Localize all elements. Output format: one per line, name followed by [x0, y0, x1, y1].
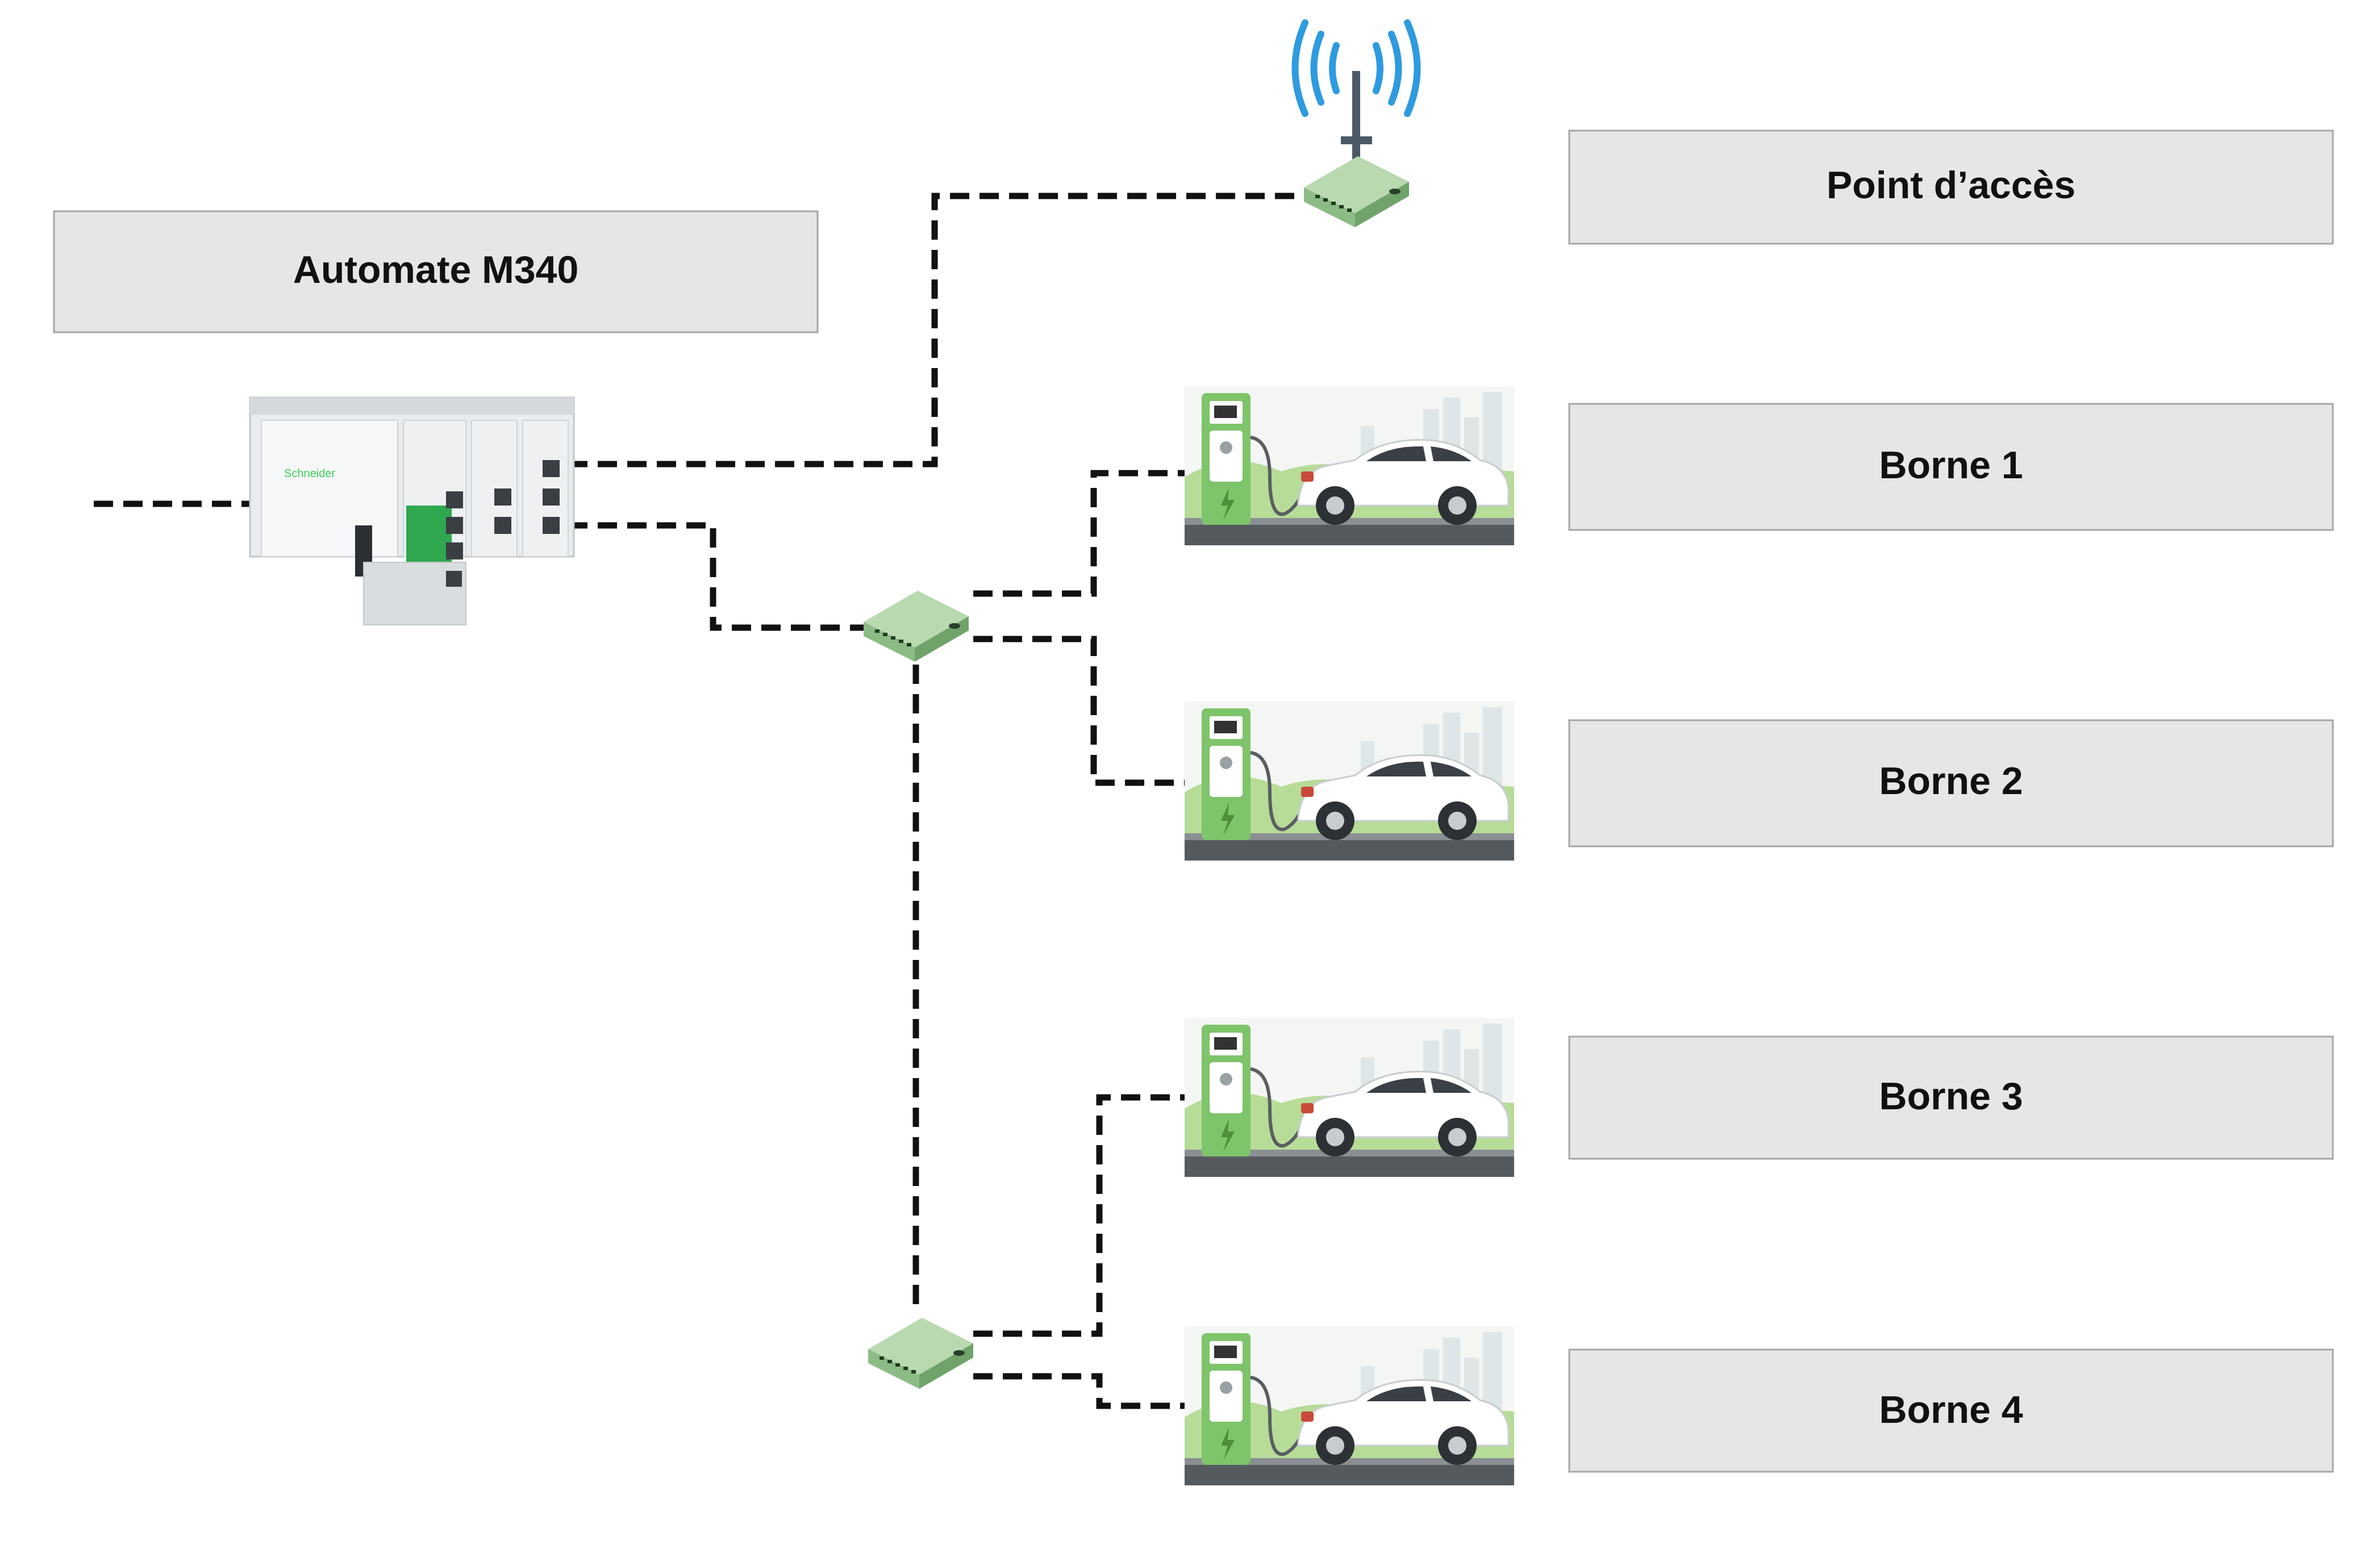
cable-plc-to-access-point [568, 193, 1304, 467]
switch-1-icon [864, 591, 969, 662]
ev-charging-station-icon [1185, 1326, 1514, 1485]
label-borne-2: Borne 2 [1568, 719, 2334, 847]
borne-3-label: Borne 3 [1879, 1075, 2023, 1118]
svg-text:Schneider: Schneider [284, 467, 335, 480]
borne-1-label: Borne 1 [1879, 444, 2023, 487]
ev-charging-station-icon [1185, 701, 1514, 861]
borne-2-label: Borne 2 [1879, 759, 2023, 803]
wifi-signal-icon [1291, 19, 1421, 117]
cables [94, 193, 1304, 1409]
cable-plc-to-switch-1 [568, 522, 866, 631]
plc-label: Automate M340 [293, 248, 579, 291]
label-borne-3: Borne 3 [1568, 1035, 2334, 1160]
label-plc: Automate M340 [53, 210, 819, 333]
ev-charging-station-icon [1185, 386, 1514, 545]
borne-4-label: Borne 4 [1879, 1388, 2023, 1431]
cable-switch-2-to-borne-4 [973, 1373, 1185, 1409]
label-access-point: Point d’accès [1568, 130, 2334, 245]
access-point-icon [1291, 19, 1421, 227]
switch-2-icon [868, 1318, 973, 1389]
ev-charging-station-icon [1185, 1018, 1514, 1177]
cable-switch-1-to-borne-2 [973, 636, 1185, 786]
label-borne-4: Borne 4 [1568, 1348, 2334, 1473]
cable-switch-1-to-borne-1 [973, 470, 1185, 597]
access-point-label: Point d’accès [1827, 164, 2075, 207]
plc-icon: Schneider [249, 396, 575, 625]
label-borne-1: Borne 1 [1568, 403, 2334, 531]
cable-switch-2-to-borne-3 [973, 1094, 1185, 1337]
